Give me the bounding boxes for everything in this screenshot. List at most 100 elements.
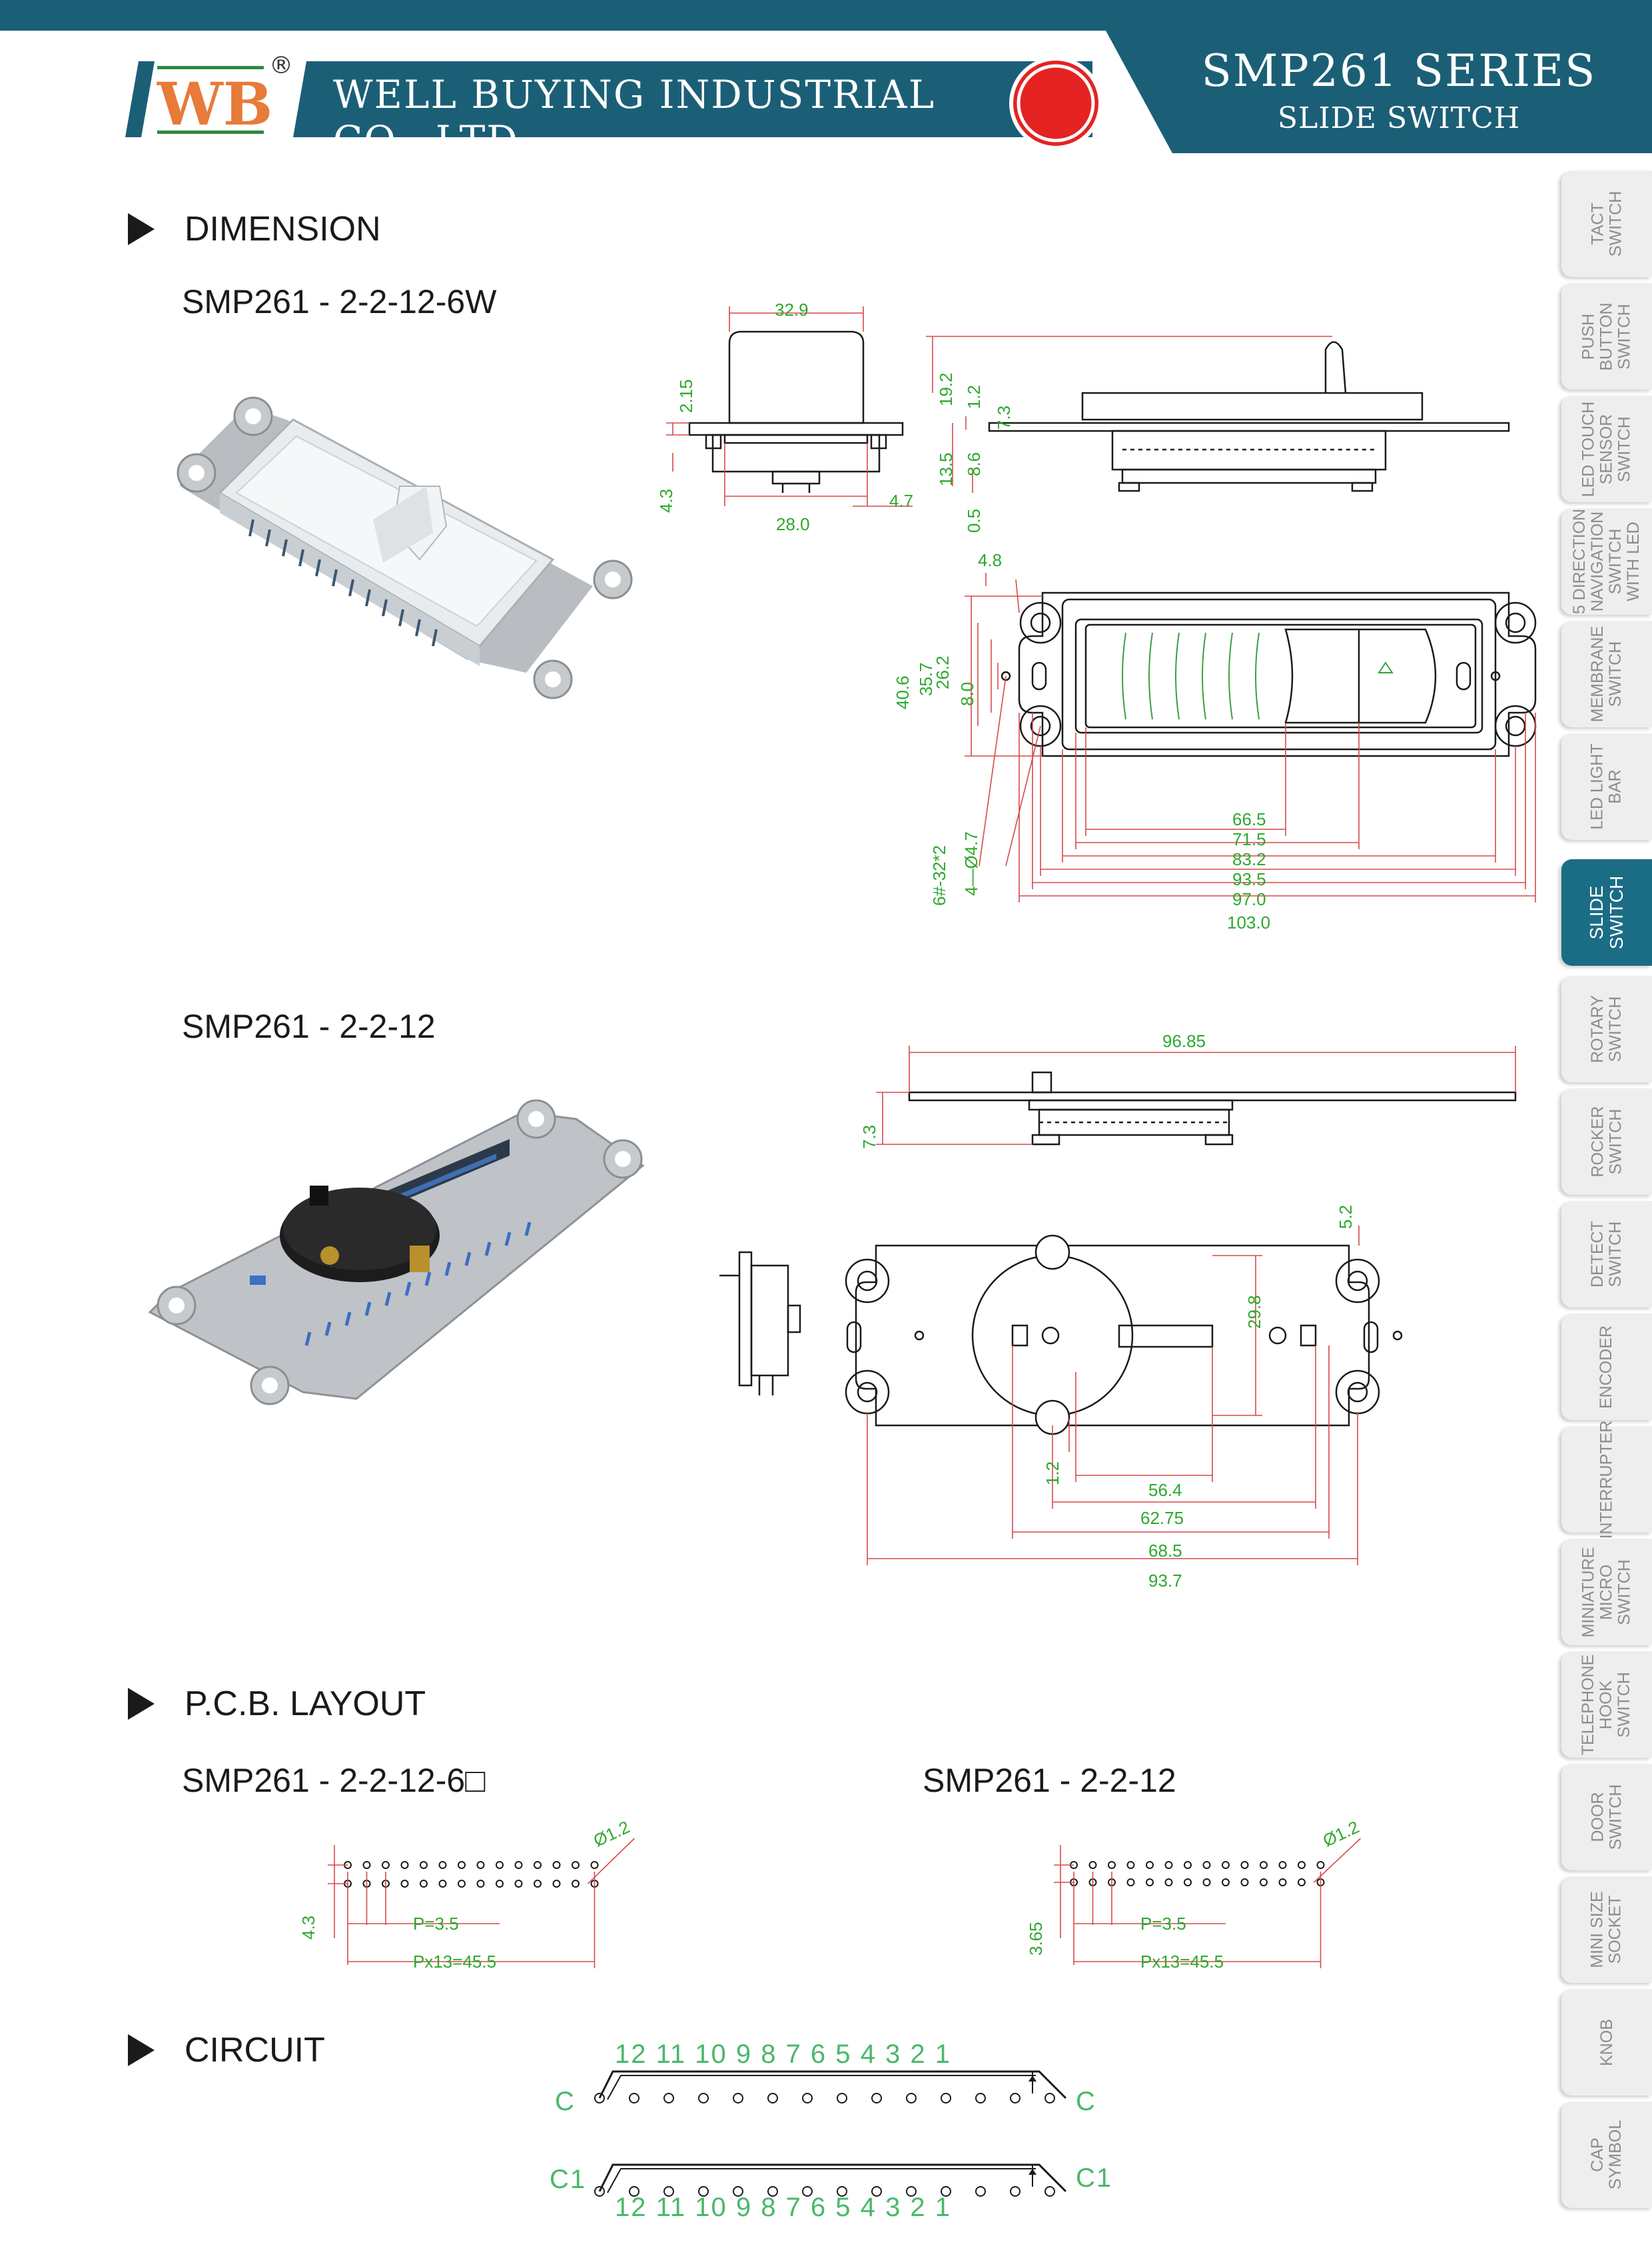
section-arrow-icon (128, 213, 155, 245)
category-tab[interactable]: ENCODER (1561, 1314, 1652, 1420)
pcb-layout-6w (328, 1838, 635, 1968)
dim-label: 2.15 (676, 379, 696, 413)
category-tab[interactable]: TACT SWITCH (1561, 171, 1652, 277)
category-tab[interactable]: MINI SIZE SOCKET (1561, 1876, 1652, 1983)
model-label-dim-2: SMP261 - 2-2-12 (182, 1008, 436, 1045)
pcb-hole (1240, 1878, 1249, 1886)
category-tab[interactable]: INTERRUPTER (1561, 1420, 1652, 1539)
dim-label: 32.9 (775, 300, 809, 320)
category-tab-label: MINI SIZE SOCKET (1587, 1891, 1625, 1968)
category-tab[interactable]: DETECT SWITCH (1561, 1201, 1652, 1308)
circuit-contact (594, 2186, 605, 2197)
pcb-hole (1126, 1878, 1135, 1886)
pcb-hole (1146, 1878, 1154, 1886)
dim-label: 40.6 (893, 675, 913, 709)
circuit-contact (767, 2093, 778, 2103)
product-photo-6w (177, 396, 633, 699)
dim-label: 71.5 (1232, 829, 1266, 849)
category-tab[interactable]: DOOR SWITCH (1561, 1764, 1652, 1870)
category-tab[interactable]: MINIATURE MICRO SWITCH (1561, 1539, 1652, 1645)
category-tab[interactable]: ROTARY SWITCH (1561, 976, 1652, 1082)
category-tab-label: ROTARY SWITCH (1588, 995, 1625, 1063)
common-label-right: C (1076, 2087, 1096, 2116)
dim-label: 13.5 (936, 452, 956, 486)
circuit-contact (906, 2186, 917, 2197)
pcb-hole (534, 1861, 542, 1869)
pcb-hole (1088, 1861, 1097, 1869)
common-label-left: C (555, 2087, 576, 2116)
category-tab[interactable]: LED TOUCH SENSOR SWITCH (1561, 396, 1652, 502)
pcb-hole (552, 1861, 561, 1869)
pcb-hole (382, 1861, 390, 1869)
pcb-hole (458, 1880, 466, 1888)
pin-numbers-bottom: 12 11 10 9 8 7 6 5 4 3 2 1 (615, 2193, 951, 2222)
pcb-hole (1260, 1878, 1268, 1886)
circuit-contact (1010, 2186, 1021, 2197)
pcb-hole (496, 1861, 504, 1869)
dim-label: 1.2 (1042, 1461, 1062, 1485)
category-tab-label: 5 DIRECTION NAVIGATION SWITCH WITH LED (1570, 508, 1643, 615)
pcb-hole (1164, 1861, 1173, 1869)
dim-label: 83.2 (1232, 849, 1266, 869)
common-label-left-2: C1 (550, 2165, 587, 2194)
circuit-contact (837, 2186, 847, 2197)
pcb-hole (514, 1880, 523, 1888)
category-tab[interactable]: SLIDE SWITCH (1561, 859, 1652, 966)
category-tab[interactable]: CAP SYMBOL (1561, 2101, 1652, 2208)
category-tab[interactable]: PUSH BUTTON SWITCH (1561, 283, 1652, 390)
dim-label: 97.0 (1232, 889, 1266, 909)
dim-label: Px13=45.5 (413, 1952, 497, 1972)
pcb-hole (1146, 1861, 1154, 1869)
company-name: WELL BUYING INDUSTRIAL CO., LTD (333, 72, 936, 163)
category-tab-label: LED LIGHT BAR (1587, 743, 1625, 830)
pcb-hole (362, 1861, 371, 1869)
category-tab-label: LED TOUCH SENSOR SWITCH (1579, 401, 1634, 497)
category-tab-label: MINIATURE MICRO SWITCH (1579, 1547, 1634, 1637)
circuit-contact (906, 2093, 917, 2103)
dim-label: 103.0 (1227, 913, 1271, 933)
category-tab[interactable]: MEMBRANE SWITCH (1561, 621, 1652, 727)
category-tab[interactable]: KNOB (1561, 1989, 1652, 2095)
pcb-hole (1260, 1861, 1268, 1869)
circuit-contact (733, 2093, 743, 2103)
dim-label: 28.0 (776, 514, 810, 534)
pcb-hole (1278, 1878, 1287, 1886)
category-tab[interactable]: 5 DIRECTION NAVIGATION SWITCH WITH LED (1561, 508, 1652, 615)
circuit-contact (802, 2093, 813, 2103)
dim-label: 1.2 (964, 384, 984, 409)
circuit-contact (975, 2186, 986, 2197)
circuit-contact (663, 2186, 674, 2197)
dim-label: 26.2 (933, 655, 953, 689)
pcb-hole (400, 1880, 409, 1888)
pin-numbers-top: 12 11 10 9 8 7 6 5 4 3 2 1 (615, 2040, 951, 2069)
drawing-standard (719, 1046, 1517, 1565)
circuit-contact (698, 2093, 709, 2103)
category-tab-label: ENCODER (1597, 1325, 1616, 1409)
category-tab-label: MEMBRANE SWITCH (1588, 625, 1625, 723)
pcb-hole (476, 1861, 485, 1869)
section-arrow-icon (128, 1688, 155, 1720)
dim-label: 62.75 (1140, 1508, 1184, 1528)
pcb-hole (1108, 1861, 1116, 1869)
dim-label: 68.5 (1148, 1541, 1182, 1561)
model-label-pcb-1: SMP261 - 2-2-12-6□ (182, 1762, 486, 1799)
dim-label: 93.7 (1148, 1571, 1182, 1591)
dim-label: 96.85 (1162, 1031, 1206, 1051)
category-tab[interactable]: ROCKER SWITCH (1561, 1088, 1652, 1195)
category-tab-label: PUSH BUTTON SWITCH (1579, 302, 1634, 371)
section-title-circuit: CIRCUIT (185, 2031, 325, 2069)
circuit-contact (871, 2093, 882, 2103)
circuit-contact (802, 2186, 813, 2197)
pcb-hole (476, 1880, 485, 1888)
section-title-dimension: DIMENSION (185, 210, 381, 248)
pcb-hole (590, 1861, 599, 1869)
category-tab[interactable]: TELEPHONE HOOK SWITCH (1561, 1651, 1652, 1758)
category-tab[interactable]: LED LIGHT BAR (1561, 733, 1652, 840)
pcb-hole (420, 1861, 428, 1869)
pcb-hole (1240, 1861, 1249, 1869)
dim-label: Px13=45.5 (1140, 1952, 1224, 1972)
circuit-contact (1010, 2093, 1021, 2103)
dim-label: 5.2 (1336, 1204, 1356, 1229)
dim-label: 4—Ø4.7 (961, 831, 981, 896)
dim-label: P=3.5 (1140, 1914, 1186, 1934)
